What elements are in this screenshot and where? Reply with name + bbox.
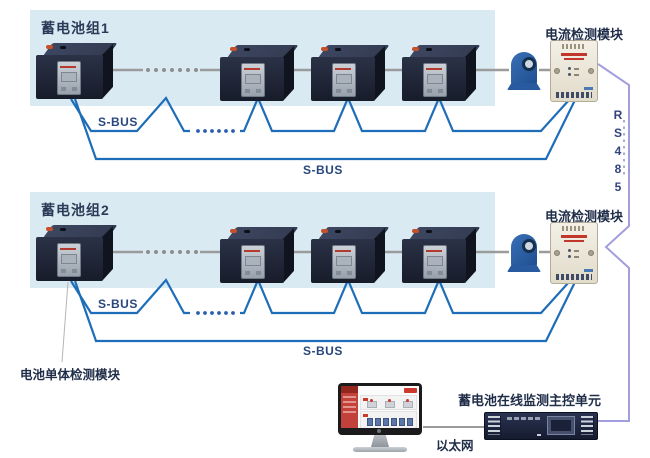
sbus-label-group2-top: S-BUS bbox=[98, 297, 138, 311]
monitor-icon bbox=[338, 383, 422, 453]
battery-group-1-title: 蓄电池组1 bbox=[41, 20, 110, 36]
sbus-label-group2-bottom: S-BUS bbox=[303, 344, 343, 358]
cell-module-pointer-line bbox=[61, 281, 69, 363]
sbus-zigzag-group1 bbox=[70, 95, 576, 161]
apple-logo-icon bbox=[377, 429, 381, 433]
current-detection-module-device bbox=[550, 40, 598, 102]
power-wire-dots-group2 bbox=[146, 250, 198, 254]
battery-icon bbox=[220, 227, 299, 283]
rs485-label: R S 4 8 5 bbox=[613, 108, 623, 194]
battery-icon bbox=[311, 45, 390, 101]
current-module-label-group2: 电流检测模块 bbox=[545, 209, 624, 224]
sbus-dots-group1 bbox=[196, 129, 235, 133]
cell-module-label: 电池单体检测模块 bbox=[20, 368, 121, 382]
main-control-unit-device bbox=[484, 412, 598, 440]
battery-icon bbox=[311, 227, 390, 283]
sbus-zigzag-group2 bbox=[70, 277, 576, 343]
current-transformer-icon bbox=[507, 52, 541, 90]
unit-display bbox=[547, 416, 575, 435]
current-module-label-group1: 电流检测模块 bbox=[545, 27, 624, 42]
battery-icon bbox=[36, 43, 118, 99]
sbus-dots-group2 bbox=[196, 311, 235, 315]
power-wire-dots-group1 bbox=[146, 68, 198, 72]
main-unit-label: 蓄电池在线监测主控单元 bbox=[458, 393, 602, 408]
battery-group-2-title: 蓄电池组2 bbox=[41, 202, 110, 218]
rs485-bus-line bbox=[597, 63, 630, 422]
battery-icon bbox=[402, 227, 481, 283]
monitoring-software-screen bbox=[341, 386, 419, 428]
current-detection-module-device bbox=[550, 222, 598, 284]
sbus-label-group1-bottom: S-BUS bbox=[303, 163, 343, 177]
battery-icon bbox=[36, 225, 118, 281]
ethernet-label: 以太网 bbox=[436, 439, 474, 453]
battery-icon bbox=[220, 45, 299, 101]
sbus-label-group1-top: S-BUS bbox=[98, 115, 138, 129]
battery-icon bbox=[402, 45, 481, 101]
current-transformer-icon bbox=[507, 234, 541, 272]
